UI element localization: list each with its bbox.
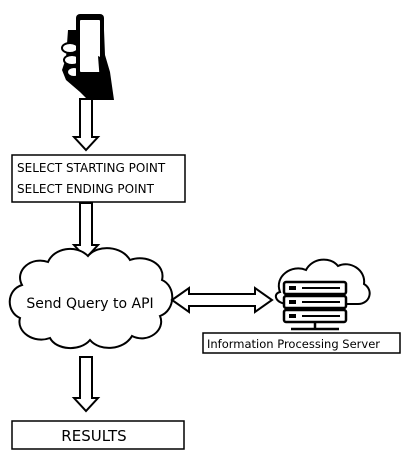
select-points-box: SELECT STARTING POINT SELECT ENDING POIN…	[11, 154, 186, 203]
cloud-server-icon	[274, 258, 371, 331]
server-label-box: Information Processing Server	[202, 332, 401, 354]
hand-holding-phone-icon	[61, 14, 114, 100]
bidirectional-arrow	[170, 286, 274, 314]
send-query-label: Send Query to API	[26, 296, 153, 312]
select-starting-point-label: SELECT STARTING POINT	[17, 161, 166, 175]
information-processing-server-label: Information Processing Server	[207, 337, 380, 351]
down-arrow-1	[71, 98, 101, 152]
results-box: RESULTS	[11, 420, 185, 450]
results-label: RESULTS	[61, 427, 126, 445]
down-arrow-3	[71, 356, 101, 413]
select-ending-point-label: SELECT ENDING POINT	[17, 182, 155, 196]
api-query-cloud: Send Query to API	[8, 247, 174, 349]
